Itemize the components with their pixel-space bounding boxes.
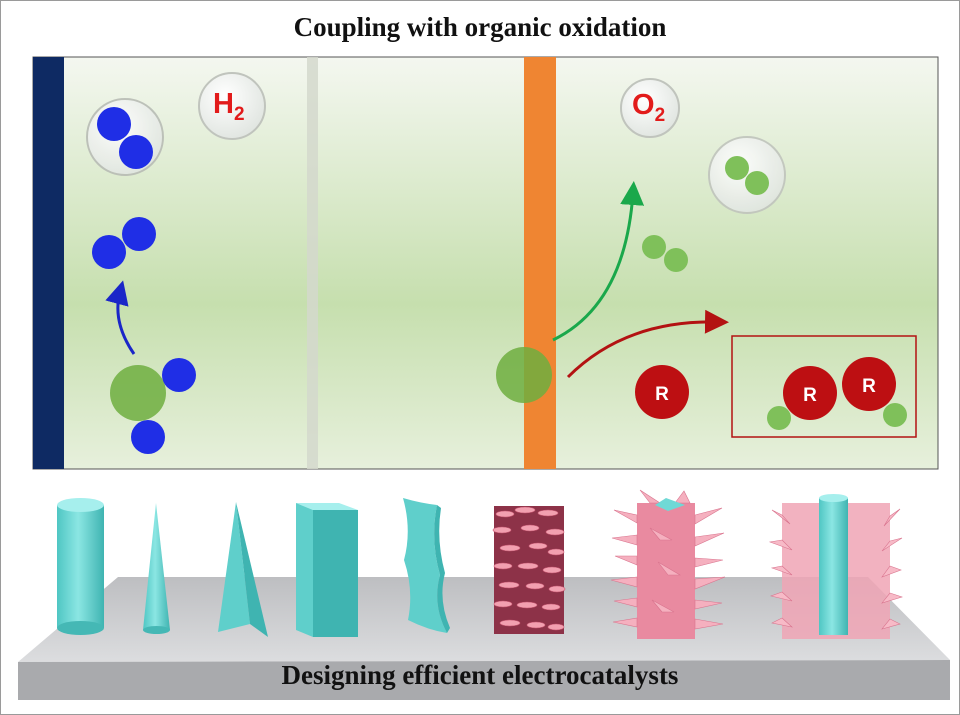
hydrogen-atom [131,420,165,454]
oxygen-atom [745,171,769,195]
h2-label-bubble [198,72,266,140]
cathode-electrode [33,57,64,469]
block-catalyst [296,503,358,637]
flake-array-catalyst [492,506,566,634]
active-site [496,347,552,403]
cone-catalyst [143,503,170,634]
oxygen-atom [725,156,749,180]
anode-electrode [524,57,556,469]
organic-label: R [803,385,817,406]
cylinder-catalyst [57,498,104,635]
organic-product [842,357,896,411]
hydrogen-atom [92,235,126,269]
catalyst-platform-front [18,660,950,700]
organic-oxidation-arrow [566,309,729,379]
wavy-sheet-catalyst [403,498,450,633]
hydrogen-atom [119,135,153,169]
spiky-core-catalyst [768,494,903,639]
pyramid-catalyst [218,502,268,637]
active-site [110,365,166,421]
organic-product [783,366,837,420]
oxygen-evolution-arrow [552,181,645,342]
oxygen-gas-bubble [708,136,786,214]
hydrogen-atom [162,358,196,392]
membrane [307,57,318,469]
hydrogen-atom [97,107,131,141]
oxygen-atom [767,406,791,430]
spiky-column-catalyst [610,489,726,639]
h2-label: H2 [213,88,245,125]
oxidation-product-box [731,335,917,438]
o2-label-bubble [620,78,680,138]
o2-label: O2 [632,89,665,126]
hydrogen-atom [122,217,156,251]
hydrogen-evolution-arrow [105,280,136,355]
organic-label: R [862,376,876,397]
organic-molecule [635,365,689,419]
oxygen-atom [664,248,688,272]
organic-label: R [655,384,669,405]
oxygen-atom [883,403,907,427]
oxygen-atom [642,235,666,259]
figure-title: Coupling with organic oxidation [293,12,667,42]
figure-caption: Designing efficient electrocatalysts [281,660,679,690]
